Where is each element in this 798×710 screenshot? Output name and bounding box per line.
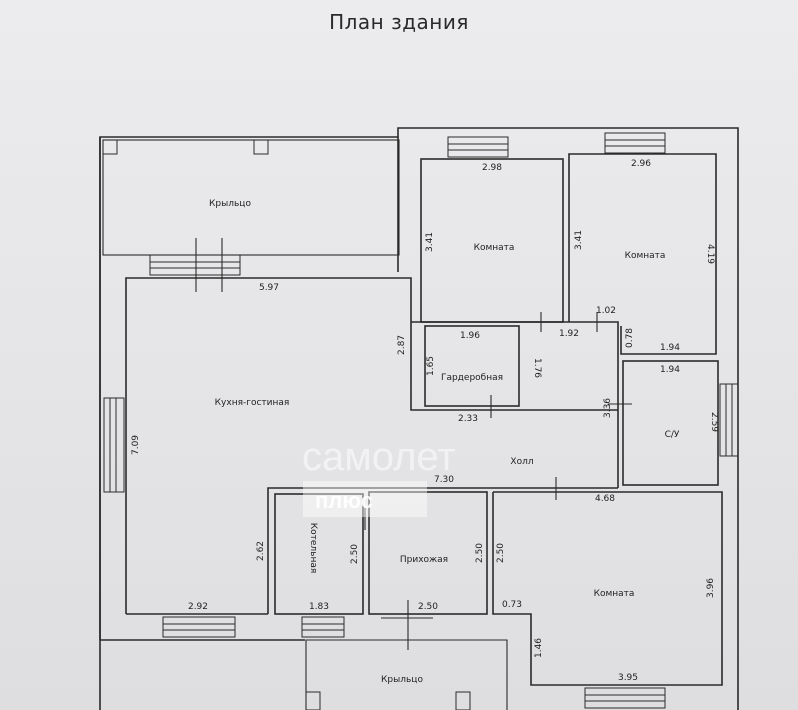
- label-wc: С/У: [665, 430, 680, 440]
- dim-label: 2.59: [709, 412, 719, 432]
- wc-window: [719, 383, 739, 457]
- dim-label: 1.65: [426, 356, 436, 376]
- dim-label: 7.09: [131, 435, 141, 455]
- dim-label: 1.96: [460, 331, 480, 341]
- dim-label: 2.50: [475, 543, 485, 563]
- hall: [411, 321, 619, 488]
- wc: [608, 360, 739, 486]
- dim-label: 2.50: [350, 544, 360, 564]
- room-1-window: [447, 136, 509, 158]
- watermark-brand: самолет: [302, 435, 456, 479]
- dim-label: 4.19: [705, 244, 715, 264]
- dim-label: 2.87: [397, 335, 407, 355]
- label-hall: Холл: [510, 457, 533, 467]
- dim-label: 2.50: [418, 602, 438, 612]
- label-room-1: Комната: [474, 243, 515, 253]
- porch-bottom-post-left: [305, 691, 321, 710]
- room-3-outline: [492, 491, 723, 686]
- label-wardrobe: Гардеробная: [441, 373, 503, 383]
- kitchen-window-bottom: [162, 616, 236, 638]
- dim-label: 2.92: [188, 602, 208, 612]
- label-porch-bottom: Крыльцо: [381, 675, 423, 685]
- porch-top: [102, 139, 400, 292]
- porch-top-post-right: [253, 139, 269, 155]
- dim-label: 7.30: [434, 475, 454, 485]
- room-3-window: [584, 687, 666, 709]
- watermark-badge: [303, 481, 427, 517]
- watermark: самолет плюс: [302, 435, 456, 517]
- dim-label: 5.97: [259, 283, 279, 293]
- dim-label: 3.41: [574, 230, 584, 250]
- hall-outline: [411, 321, 619, 488]
- dim-label: 1.94: [660, 343, 680, 353]
- kitchen-wall: [125, 277, 618, 614]
- dim-label: 2.33: [458, 414, 478, 424]
- dim-label: 1.92: [559, 329, 579, 339]
- watermark-sub: плюс: [315, 488, 373, 513]
- room-3: [492, 477, 723, 709]
- label-entrance: Прихожая: [400, 555, 448, 565]
- boiler-window: [301, 616, 345, 638]
- wc-outline: [622, 360, 719, 486]
- porch-top-post-left: [102, 139, 118, 155]
- porch-top-outline: [102, 139, 400, 256]
- room-2-outline: [568, 153, 717, 355]
- entrance-hall: [368, 491, 488, 650]
- plan-title: План здания: [329, 10, 469, 34]
- kitchen-living: [103, 277, 618, 638]
- outer-walls: [99, 127, 739, 710]
- dim-label: 4.68: [595, 494, 615, 504]
- dim-label: 1.76: [532, 358, 542, 378]
- kitchen-window-left: [103, 397, 125, 493]
- dim-label: 1.02: [596, 306, 616, 316]
- wardrobe: [424, 325, 520, 418]
- dim-label: 1.46: [534, 638, 544, 658]
- dim-label: 3.41: [425, 232, 435, 252]
- dim-label: 2.96: [631, 159, 651, 169]
- room-2-window: [604, 132, 666, 154]
- dim-label: 3.95: [618, 673, 638, 683]
- kitchen-wall-right: [267, 487, 618, 614]
- room-1-outline: [420, 158, 564, 323]
- porch-bottom-outline: [305, 639, 508, 710]
- dim-label: 3.96: [706, 578, 716, 598]
- dim-label: 0.73: [502, 600, 522, 610]
- dim-label: 2.62: [256, 541, 266, 561]
- entrance-outline: [368, 491, 488, 615]
- label-kitchen: Кухня-гостиная: [215, 398, 290, 408]
- dim-label: 0.78: [625, 328, 635, 348]
- porch-bottom-post-right: [455, 691, 471, 710]
- outer-wall-left-top: [99, 136, 399, 710]
- dim-label: 1.83: [309, 602, 329, 612]
- label-room-2: Комната: [625, 251, 666, 261]
- label-room-3: Комната: [594, 589, 635, 599]
- porch-top-steps: [149, 254, 241, 276]
- dim-label: 3.36: [603, 398, 613, 418]
- outer-wall-right: [397, 127, 739, 710]
- dim-label: 1.94: [660, 365, 680, 375]
- room-2: [568, 132, 717, 355]
- wardrobe-outline: [424, 325, 520, 407]
- label-porch-top: Крыльцо: [209, 199, 251, 209]
- dim-label: 2.50: [496, 543, 506, 563]
- boiler-room: [274, 493, 366, 638]
- porch-bottom: [305, 639, 508, 710]
- label-boiler: Котельная: [308, 523, 318, 574]
- dim-label: 2.98: [482, 163, 502, 173]
- boiler-outline: [274, 493, 364, 615]
